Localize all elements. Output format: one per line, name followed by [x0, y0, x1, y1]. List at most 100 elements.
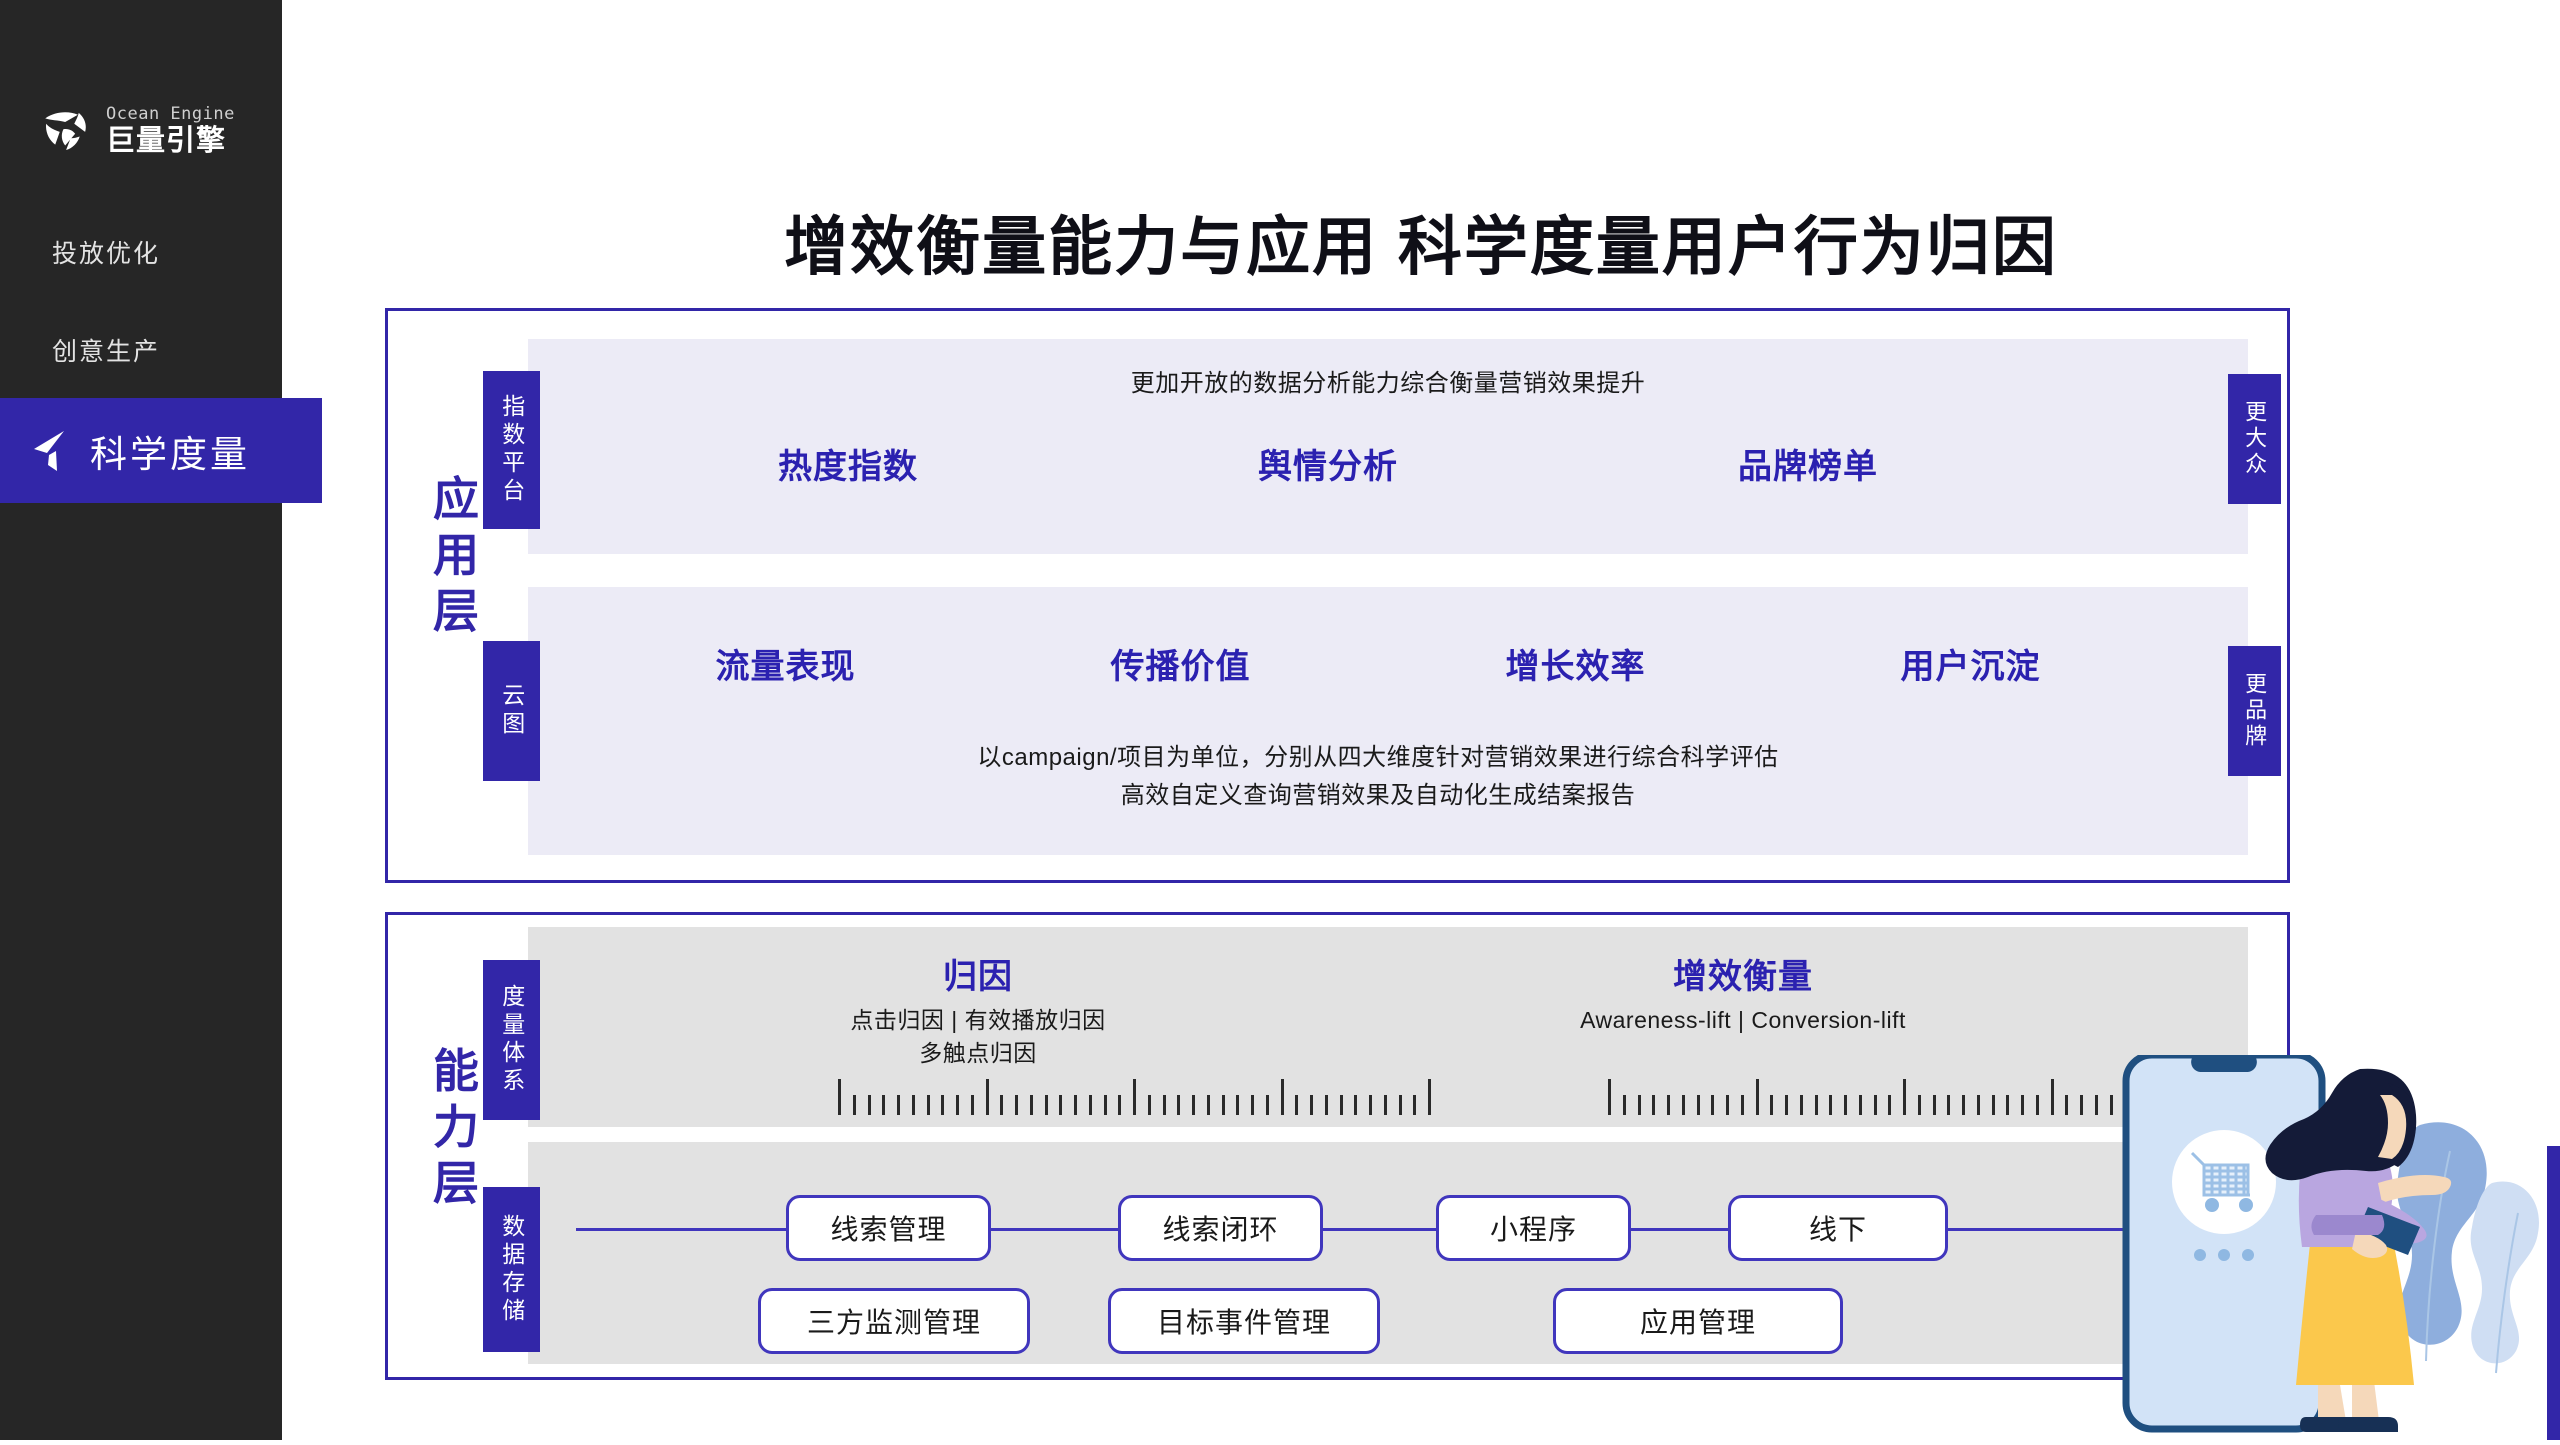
ruler-tick-minor — [1265, 1095, 1269, 1115]
ruler-tick-minor — [1236, 1095, 1240, 1115]
chip-more-mass-market: 更大众 — [2228, 374, 2281, 504]
ruler-tick-minor — [1799, 1095, 1803, 1115]
arrow-cursor-icon — [28, 427, 72, 475]
ruler-tick-minor — [1059, 1095, 1063, 1115]
node-target-event-management[interactable]: 目标事件管理 — [1108, 1288, 1380, 1354]
index-platform-headline: 更加开放的数据分析能力综合衡量营销效果提升 — [1130, 370, 1646, 397]
cloud-map-note-line-2: 高效自定义查询营销效果及自动化生成结案报告 — [1120, 782, 1636, 810]
sidebar-item-label: 创意生产 — [52, 338, 161, 366]
node-lead-management[interactable]: 线索管理 — [786, 1195, 991, 1261]
ruler-tick-minor — [1413, 1095, 1417, 1115]
ruler-tick-minor — [1310, 1095, 1313, 1115]
ruler-tick-minor — [1398, 1095, 1402, 1115]
ruler-tick-minor — [867, 1095, 871, 1115]
ruler-tick-major — [1755, 1079, 1759, 1115]
attribution-sub-line-1: 点击归因 | 有效播放归因 — [850, 1007, 1106, 1033]
ruler-tick-minor — [1192, 1095, 1195, 1115]
ruler-tick-minor — [1339, 1095, 1343, 1115]
ruler-tick-minor — [1324, 1095, 1328, 1115]
ruler-tick-minor — [1074, 1095, 1077, 1115]
node-third-party-tracking[interactable]: 三方监测管理 — [758, 1288, 1030, 1354]
ruler-tick-minor — [852, 1095, 856, 1115]
sidebar-item-delivery-optimization[interactable]: 投放优化 — [0, 220, 282, 284]
ruler-tick-major — [1428, 1079, 1431, 1115]
illustration-woman-with-phone — [2120, 1051, 2560, 1440]
ruler-tick-minor — [1711, 1095, 1715, 1115]
ruler-tick-minor — [1785, 1095, 1788, 1115]
brand-logo: Ocean Engine 巨量引擎 — [38, 96, 248, 166]
ruler-tick-minor — [1369, 1095, 1372, 1115]
ruler-tick-minor — [1295, 1095, 1299, 1115]
pill-spread-value[interactable]: 传播价值 — [1110, 648, 1251, 686]
ruler-tick-minor — [1103, 1095, 1107, 1115]
index-platform-band: 更加开放的数据分析能力综合衡量营销效果提升 热度指数 舆情分析 品牌榜单 — [528, 339, 2248, 554]
pill-sentiment-analysis[interactable]: 舆情分析 — [1258, 448, 1398, 486]
brand-name-cn: 巨量引擎 — [106, 124, 227, 157]
ruler-tick-minor — [1814, 1095, 1818, 1115]
ruler-tick-minor — [1947, 1095, 1951, 1115]
ruler-tick-minor — [2065, 1095, 2069, 1115]
right-accent-bar — [2547, 1146, 2560, 1440]
ruler-tick-minor — [882, 1095, 886, 1115]
sidebar-item-label: 科学度量 — [90, 433, 250, 475]
ruler-tick-major — [1608, 1079, 1611, 1115]
ruler-tick-minor — [941, 1095, 945, 1115]
chip-data-storage: 数据存储 — [483, 1187, 540, 1352]
brand-wordmark: Ocean Engine 巨量引擎 — [106, 105, 235, 157]
ruler-tick-minor — [1829, 1095, 1833, 1115]
ruler-tick-minor — [1696, 1095, 1700, 1115]
ruler-tick-minor — [2094, 1095, 2098, 1115]
ruler-tick-minor — [1118, 1095, 1122, 1115]
node-mini-program[interactable]: 小程序 — [1436, 1195, 1631, 1261]
pill-heat-index[interactable]: 热度指数 — [778, 448, 918, 486]
ruler-tick-minor — [2109, 1095, 2113, 1115]
ruler-tick-minor — [897, 1095, 900, 1115]
ruler-tick-minor — [1015, 1095, 1018, 1115]
ruler-tick-minor — [1681, 1095, 1685, 1115]
attribution-title: 归因 — [943, 958, 1013, 996]
ruler-lift — [1608, 1079, 2201, 1115]
ruler-tick-minor — [1844, 1095, 1847, 1115]
node-connector-line — [576, 1228, 2156, 1231]
application-layer-label: 应用层 — [433, 473, 479, 638]
ruler-tick-minor — [1858, 1095, 1862, 1115]
lift-measurement-title: 增效衡量 — [1673, 958, 1813, 996]
pill-growth-efficiency[interactable]: 增长效率 — [1505, 648, 1646, 686]
application-layer-panel: 应用层 更加开放的数据分析能力综合衡量营销效果提升 热度指数 舆情分析 品牌榜单… — [385, 308, 2290, 883]
ruler-tick-major — [2050, 1079, 2054, 1115]
attribution-column: 归因 点击归因 | 有效播放归因 多触点归因 — [718, 949, 1238, 1069]
ruler-tick-minor — [2021, 1095, 2024, 1115]
capability-layer-panel: 能力层 归因 点击归因 | 有效播放归因 多触点归因 增效衡量 Awarenes… — [385, 912, 2290, 1380]
sidebar-item-label: 投放优化 — [52, 240, 161, 268]
chip-more-brand: 更品牌 — [2228, 646, 2281, 776]
node-offline[interactable]: 线下 — [1728, 1195, 1948, 1261]
ruler-tick-minor — [1873, 1095, 1877, 1115]
sidebar-item-scientific-measurement[interactable]: 科学度量 — [0, 398, 322, 503]
ruler-tick-major — [985, 1079, 989, 1115]
ruler-tick-minor — [1147, 1095, 1151, 1115]
ruler-tick-minor — [1206, 1095, 1210, 1115]
ocean-engine-aperture-icon — [38, 102, 96, 160]
metrics-system-band: 归因 点击归因 | 有效播放归因 多触点归因 增效衡量 Awareness-li… — [528, 927, 2248, 1127]
node-app-management[interactable]: 应用管理 — [1553, 1288, 1843, 1354]
lift-measurement-column: 增效衡量 Awareness-lift | Conversion-lift — [1358, 949, 2128, 1037]
pill-brand-ranking[interactable]: 品牌榜单 — [1738, 448, 1878, 486]
lift-measurement-sub-line-1: Awareness-lift | Conversion-lift — [1580, 1007, 1906, 1033]
capability-layer-label: 能力层 — [433, 1045, 479, 1210]
ruler-tick-minor — [1088, 1095, 1092, 1115]
ruler-tick-minor — [1177, 1095, 1181, 1115]
sidebar: Ocean Engine 巨量引擎 投放优化 创意生产 科学度量 — [0, 0, 322, 1440]
attribution-sub-line-2: 多触点归因 — [919, 1039, 1037, 1066]
pill-user-accumulation[interactable]: 用户沉淀 — [1900, 648, 2041, 686]
ruler-tick-minor — [956, 1095, 959, 1115]
node-lead-closed-loop[interactable]: 线索闭环 — [1118, 1195, 1323, 1261]
ruler-tick-minor — [1726, 1095, 1729, 1115]
sidebar-item-creative-production[interactable]: 创意生产 — [0, 318, 282, 382]
ruler-tick-minor — [1251, 1095, 1254, 1115]
ruler-tick-major — [1903, 1079, 1906, 1115]
pill-traffic-performance[interactable]: 流量表现 — [715, 648, 856, 686]
ruler-tick-minor — [1354, 1095, 1358, 1115]
ruler-tick-minor — [1888, 1095, 1892, 1115]
page-title: 增效衡量能力与应用 科学度量用户行为归因 — [784, 211, 2058, 283]
ruler-tick-minor — [1162, 1095, 1166, 1115]
